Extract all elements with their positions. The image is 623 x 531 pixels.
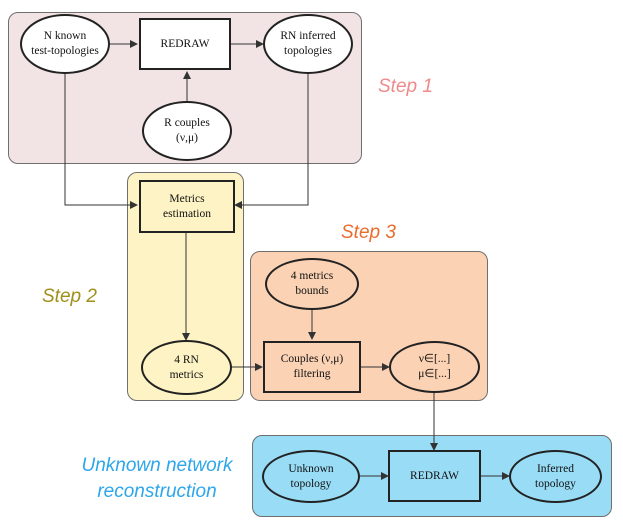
step1-label: Step 1 (378, 76, 433, 97)
edge-known-to-metrics (64, 74, 138, 209)
inferred-topology-node: Inferred topology (509, 450, 602, 503)
parameter-ranges-node: ν∈[...] μ∈[...] (389, 341, 480, 393)
metrics-bounds-node: 4 metrics bounds (265, 258, 359, 310)
redraw-node-step1: REDRAW (139, 18, 231, 70)
unknown-topology-node: Unknown topology (262, 450, 360, 503)
couples-node: R couples (ν,μ) (142, 101, 232, 161)
inferred-rn-topologies-node: RN inferred topologies (263, 14, 353, 74)
step3-label: Step 3 (341, 222, 396, 243)
couples-filtering-node: Couples (ν,μ) filtering (263, 341, 361, 393)
rn-metrics-node: 4 RN metrics (141, 340, 232, 395)
metrics-estimation-node: Metrics estimation (139, 180, 235, 233)
known-topologies-node: N known test-topologies (20, 14, 110, 74)
edge-inferred-to-metrics (234, 74, 309, 209)
redraw-node-reconstruction: REDRAW (388, 450, 481, 502)
step2-label: Step 2 (42, 286, 97, 307)
unknown-reconstruction-label: Unknown network reconstruction (81, 455, 233, 502)
